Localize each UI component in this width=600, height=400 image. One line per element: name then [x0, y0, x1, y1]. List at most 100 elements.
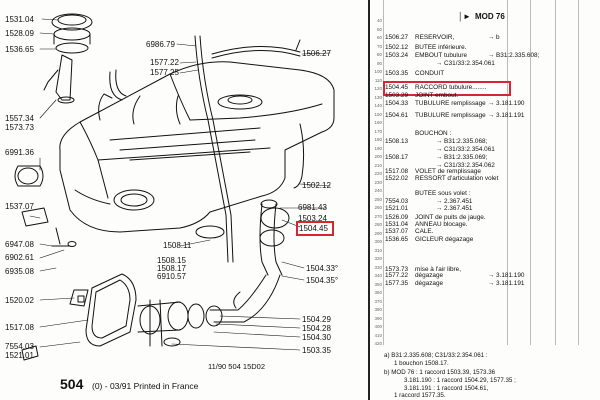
line-number: 280: [374, 222, 382, 227]
model-header: MOD 76: [475, 12, 505, 21]
line-number: 220: [374, 171, 382, 176]
part-label-1504-45: 1504.45: [299, 224, 328, 233]
arrow-icon: →: [488, 52, 495, 59]
arrow-icon: →: [436, 138, 443, 145]
line-number: 170: [374, 128, 382, 134]
line-number: 340: [374, 273, 382, 278]
part-ref: 1503.29: [385, 92, 409, 99]
line-number: 360: [374, 290, 382, 295]
arrow-icon: │►: [458, 12, 471, 21]
footnote-line: a) B31:2.335.608; C31/33:2.354.061 :: [384, 352, 488, 359]
part-extra: 2.367.451: [444, 205, 473, 212]
part-description: VOLET de remplissage: [415, 168, 481, 175]
part-description: BOUCHON :: [415, 130, 452, 137]
part-description: BUTEE sous volet :: [415, 190, 471, 197]
part-label-1577-22: 1577.22: [150, 58, 179, 67]
part-extra: 2.367.451: [444, 198, 473, 205]
part-label-1506-27: 1506.27: [302, 49, 331, 58]
diagram-ref-code: 11/90 504 15D02: [208, 362, 265, 371]
part-ref: 1577.35: [385, 280, 409, 287]
part-label-6981-43: 6981.43: [298, 203, 327, 212]
line-number: 420: [374, 341, 382, 346]
filler-tube-drawing: [209, 199, 290, 323]
part-ref: 1577.22: [385, 272, 409, 279]
line-number: 330: [374, 264, 382, 270]
part-description: CONDUIT: [415, 70, 445, 77]
part-label-1536-65: 1536.65: [5, 45, 34, 54]
arrow-icon: →: [488, 272, 495, 279]
exploded-diagram: 1531.04 1528.09 1536.65 6986.79 1577.22 …: [5, 13, 339, 392]
part-ref: 7554.03: [385, 198, 409, 205]
vent-tubes-drawing: [109, 35, 301, 263]
footnote-line: 1 bouchon 1508.17.: [394, 360, 449, 367]
part-description: JOINT embout.: [415, 92, 459, 99]
flex-hose-drawing: [137, 291, 241, 347]
part-ref: 1503.35: [385, 70, 409, 77]
line-number: 90: [376, 60, 382, 66]
part-label-1504-33: 1504.33°: [306, 264, 339, 273]
arrow-icon: →: [488, 100, 495, 107]
part-extra: 3.181.190: [496, 272, 525, 279]
part-extra: B31:2.335.068;: [444, 138, 488, 145]
line-number: 240: [374, 188, 382, 193]
fuel-gauge-ring-drawing: [51, 13, 93, 54]
print-note: (0) - 03/91 Printed in France: [92, 381, 199, 391]
part-ref: 1573.73: [385, 266, 409, 273]
line-number: 250: [374, 196, 382, 202]
part-ref: 1522.02: [385, 175, 409, 182]
part-label-1528-09: 1528.09: [5, 29, 34, 38]
part-label-1503-35: 1503.35: [302, 346, 331, 355]
part-label-1517-08: 1517.08: [5, 323, 34, 332]
filler-door-drawing: [69, 273, 137, 347]
column-rule: [383, 0, 384, 345]
line-number: 180: [374, 137, 382, 142]
line-number: 320: [374, 256, 382, 261]
column-divider: [368, 0, 370, 400]
gauge-sender-drawing: [43, 54, 75, 104]
highlight-box-1504-45: [296, 221, 334, 236]
part-label-6910-57: 6910.57: [157, 272, 186, 281]
part-ref: 1502.12: [385, 44, 409, 51]
part-label-6935-08: 6935.08: [5, 267, 34, 276]
line-number: 350: [374, 281, 382, 287]
line-number: 190: [374, 145, 382, 151]
part-label-1531-04: 1531.04: [5, 15, 34, 24]
part-extra: C31/33:2.354.061: [444, 146, 495, 153]
part-extra: 3.181.191: [496, 280, 525, 287]
part-ref: 1536.65: [385, 236, 409, 243]
part-description: RESSORT d'articulation volet: [415, 175, 499, 182]
diagram-drawing: [14, 13, 335, 361]
part-description: GICLEUR dégazage: [415, 236, 474, 243]
line-number: 310: [374, 247, 382, 253]
arrow-icon: →: [436, 198, 443, 205]
part-extra: 3.181.190: [496, 100, 525, 107]
leader-lines: [29, 18, 331, 351]
line-number: 380: [374, 307, 382, 312]
column-rule: [507, 0, 508, 345]
part-description: BUTEE inférieure.: [415, 44, 467, 51]
column-rule: [555, 0, 556, 345]
part-label-1508-11: 1508.11: [163, 241, 192, 250]
line-number: 300: [374, 239, 382, 244]
part-label-1504-28: 1504.28: [302, 324, 331, 333]
line-number: 210: [374, 162, 382, 168]
arrow-icon: →: [436, 205, 443, 212]
part-extra: C31/33:2.354.062: [444, 162, 495, 169]
part-ref: 1504.45: [385, 84, 409, 91]
part-label-1577-25: 1577.25: [150, 68, 179, 77]
part-extra: 3.181.191: [496, 112, 525, 119]
footnote-line: 1 raccord 1577.35.: [394, 392, 446, 399]
line-number: 150: [374, 111, 382, 117]
footnote-line: 3.181.190 : 1 raccord 1504.29, 1577.35 ;: [404, 377, 516, 384]
part-label-1503-24: 1503.24: [298, 214, 327, 223]
part-description: CALE.: [415, 228, 434, 235]
part-description: TUBULURE remplissage: [415, 112, 486, 119]
part-label-1521-01: 1521.01: [5, 351, 34, 360]
line-number: 270: [374, 213, 382, 219]
line-number: 160: [374, 120, 382, 125]
part-label-1520-02: 1520.02: [5, 296, 34, 305]
part-ref: 1504.33: [385, 100, 409, 107]
line-number: 390: [374, 315, 382, 321]
line-number: 60: [376, 35, 382, 40]
